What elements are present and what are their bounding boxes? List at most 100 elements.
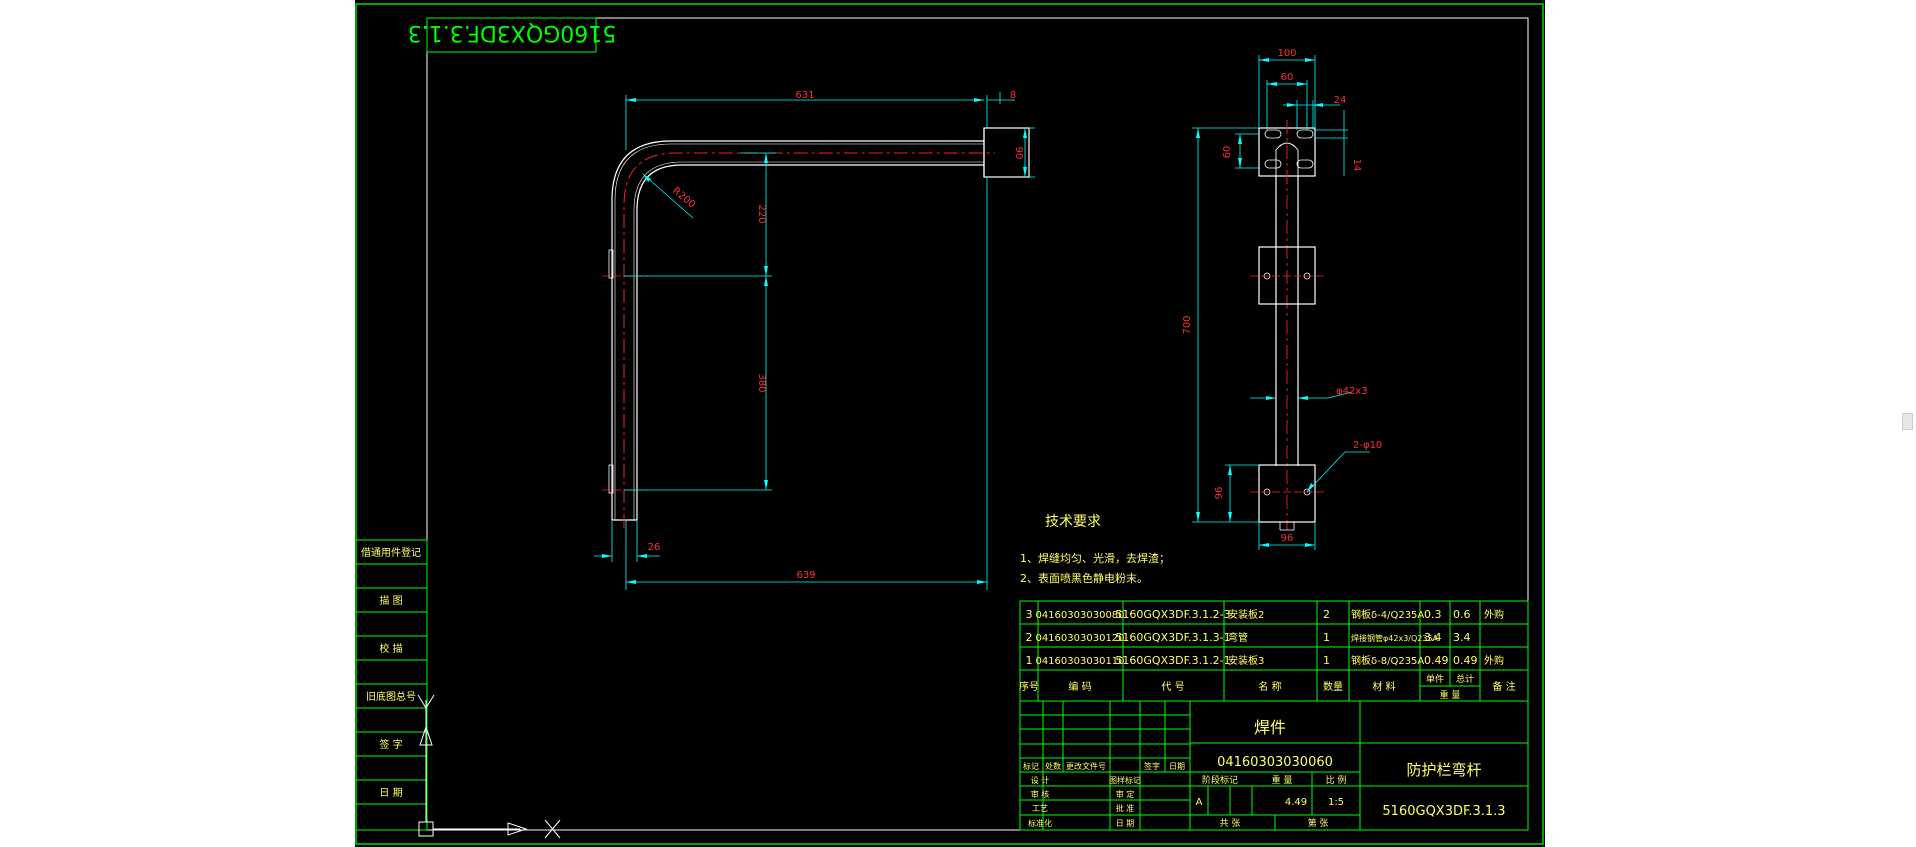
bom-h4: 名 称 xyxy=(1258,680,1281,693)
side-label-1: 借通用件登记 xyxy=(361,546,421,559)
bom-weight: 重 量 xyxy=(1440,689,1461,701)
bom-r3-c6: 钢板δ-8/Q235A xyxy=(1351,654,1424,667)
title-sheet: 共 张 xyxy=(1220,818,1241,829)
sign-label-3: 工艺 xyxy=(1032,804,1048,813)
tech-requirements: 技术要求 1、焊缝均匀、光滑，去焊渣； 2、表面喷黑色静电粉末。 xyxy=(1020,514,1170,585)
side-label-4: 旧底图总号 xyxy=(366,690,416,703)
rev-label-3: 更改文件号 xyxy=(1066,761,1106,771)
bom-r2-c5: 1 xyxy=(1323,631,1330,644)
bom-h8: 总计 xyxy=(1456,673,1474,685)
mirrored-stamp: 5160GQX3DF.3.1.3 xyxy=(408,17,616,53)
sign-right-0: 图样标记 xyxy=(1109,775,1141,785)
dim-639: 639 xyxy=(796,570,815,581)
rev-label-1: 标记 xyxy=(1023,761,1039,771)
side-stamp-column: 借通用件登记 描 图 校 描 旧底图总号 签 字 日 期 xyxy=(355,539,428,831)
bom-r2-c3: 5160GQX3DF.3.1.3-1 xyxy=(1115,631,1230,644)
tech-line-1: 1、焊缝均匀、光滑，去焊渣； xyxy=(1020,551,1170,565)
sign-label-4: 标准化 xyxy=(1028,818,1052,828)
dim-60-top: 60 xyxy=(1281,72,1294,83)
bom-r3-c9: 外购 xyxy=(1484,654,1504,667)
title-code: 04160303030060 xyxy=(1217,755,1333,770)
ucs-icon xyxy=(417,694,561,839)
dim-220: 220 xyxy=(756,204,767,223)
bom-r1-c6: 钢板δ-4/Q235A xyxy=(1351,608,1424,621)
bom-r3-c7: 0.49 xyxy=(1424,654,1449,667)
dim-90: 90 xyxy=(1013,147,1024,160)
dim-96-vertical: 96 xyxy=(1214,487,1225,500)
straight-pipe-view: 100 60 24 60 14 700 φ42x3 2-φ10 96 96 xyxy=(1182,48,1382,550)
dim-631: 631 xyxy=(795,90,814,101)
dim-700: 700 xyxy=(1182,315,1193,334)
side-label-3: 校 描 xyxy=(379,642,402,655)
dim-24: 24 xyxy=(1334,95,1347,106)
sign-right-2: 批 准 xyxy=(1116,803,1135,813)
bom-r3-c8: 0.49 xyxy=(1453,654,1478,667)
bom-r2-c4: 弯管 xyxy=(1228,631,1248,644)
title-weight-label: 重 量 xyxy=(1272,774,1293,786)
bom-h7: 单件 xyxy=(1426,673,1444,685)
bom-r1-c7: 0.3 xyxy=(1424,608,1442,621)
bom-r2-c7: 3.4 xyxy=(1424,631,1442,644)
sign-right-1: 审 定 xyxy=(1116,789,1135,799)
title-block: 焊件 04160303030060 防护栏弯杆 5160GQX3DF.3.1.3… xyxy=(1019,700,1529,831)
bom-h6: 材 料 xyxy=(1372,680,1395,693)
vertical-scrollbar[interactable] xyxy=(1900,0,1916,847)
dim-96-horizontal: 96 xyxy=(1281,533,1294,544)
bom-r3-c4: 安装板3 xyxy=(1228,654,1264,667)
dim-60-side: 60 xyxy=(1222,146,1233,159)
title-stage: A xyxy=(1196,797,1203,808)
bom-r3-c5: 1 xyxy=(1323,654,1330,667)
bom-r3-c2: 04160303030110 xyxy=(1035,656,1124,667)
title-stage-label: 阶段标记 xyxy=(1202,774,1238,786)
dim-holes: 2-φ10 xyxy=(1353,440,1382,451)
bom-r2-c2: 04160303030120 xyxy=(1035,633,1124,644)
bom-r2-c6: 焊接钢管φ42x3/Q235A xyxy=(1351,633,1439,643)
bom-r1-c9: 外购 xyxy=(1484,608,1504,621)
bom-r1-c1: 3 xyxy=(1026,608,1033,621)
title-name: 防护栏弯杆 xyxy=(1406,761,1481,779)
bom-h5: 数量 xyxy=(1323,680,1343,693)
bom-h9: 备 注 xyxy=(1492,680,1515,693)
rev-label-2: 处数 xyxy=(1045,761,1061,771)
outer-frame xyxy=(355,3,1544,845)
dim-380: 380 xyxy=(756,373,767,392)
side-label-5: 签 字 xyxy=(379,738,402,751)
sign-label-2: 审 核 xyxy=(1031,789,1050,799)
inner-frame xyxy=(426,17,1529,831)
bom-r1-c4: 安装板2 xyxy=(1228,608,1264,621)
title-sheet-of: 第 张 xyxy=(1308,817,1329,829)
bom-r3-c3: 5160GQX3DF.3.1.2-1 xyxy=(1115,654,1230,667)
side-label-6: 日 期 xyxy=(379,787,402,799)
title-type: 焊件 xyxy=(1254,718,1286,737)
rev-label-5: 日期 xyxy=(1169,762,1185,771)
dim-100: 100 xyxy=(1277,48,1296,59)
bom-r1-c2: 04160303030080 xyxy=(1035,610,1124,621)
bom-table: 3 04160303030080 5160GQX3DF.3.1.2-3 安装板2… xyxy=(1019,600,1529,702)
sign-right-3: 日 期 xyxy=(1116,819,1135,828)
bom-r1-c8: 0.6 xyxy=(1453,608,1471,621)
title-drawing-no: 5160GQX3DF.3.1.3 xyxy=(1382,804,1505,819)
title-scale: 1:5 xyxy=(1328,797,1344,808)
scrollbar-thumb[interactable] xyxy=(1902,413,1913,430)
sign-label-1: 设 计 xyxy=(1031,775,1050,785)
bent-pipe-view: 631 8 90 220 380 R200 26 639 xyxy=(594,90,1035,590)
title-weight: 4.49 xyxy=(1285,797,1307,808)
tech-title: 技术要求 xyxy=(1045,514,1101,530)
bom-r2-c1: 2 xyxy=(1026,631,1033,644)
bom-r2-c8: 3.4 xyxy=(1453,631,1471,644)
stamp-text: 5160GQX3DF.3.1.3 xyxy=(408,20,616,45)
title-scale-label: 比 例 xyxy=(1326,774,1347,786)
bom-r1-c3: 5160GQX3DF.3.1.2-3 xyxy=(1115,608,1230,621)
drawing-sheet xyxy=(355,0,1545,847)
side-label-2: 描 图 xyxy=(379,594,402,607)
bom-h3: 代 号 xyxy=(1161,681,1184,693)
bom-h2: 编 码 xyxy=(1068,680,1091,693)
bom-r3-c1: 1 xyxy=(1026,654,1033,667)
rev-label-4: 签字 xyxy=(1144,761,1160,771)
bom-r1-c5: 2 xyxy=(1323,608,1330,621)
dim-pipe: φ42x3 xyxy=(1336,386,1368,397)
dim-8: 8 xyxy=(1010,90,1016,101)
dim-26: 26 xyxy=(648,542,661,553)
